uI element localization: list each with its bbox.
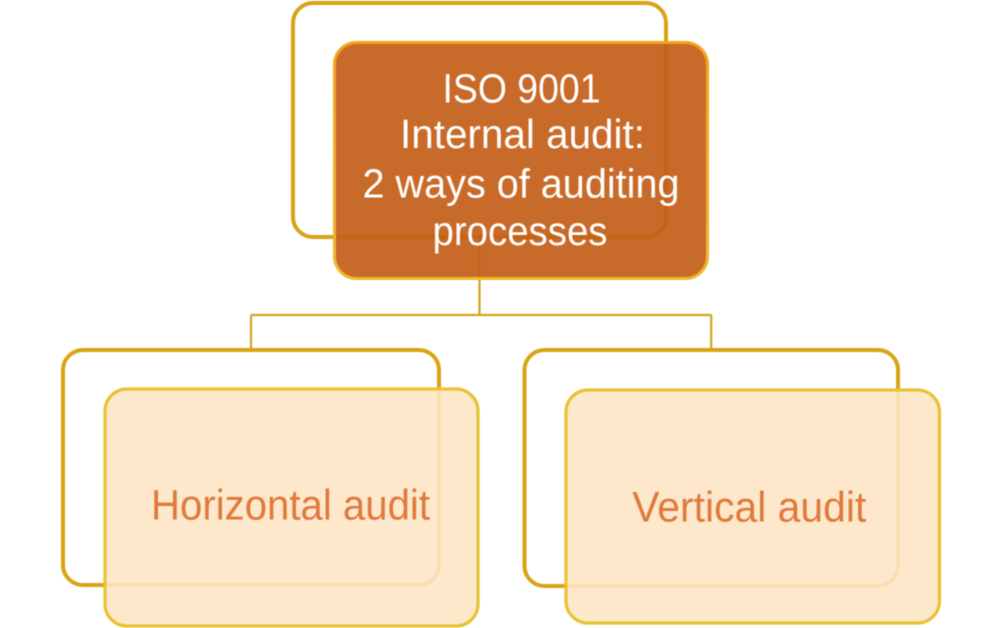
svg-text:Horizontal audit: Horizontal audit	[151, 482, 430, 530]
svg-text:2 ways of auditing: 2 ways of auditing	[363, 161, 680, 207]
svg-text:Internal audit:: Internal audit:	[400, 111, 645, 157]
svg-text:processes: processes	[433, 208, 608, 254]
svg-text:ISO 9001: ISO 9001	[443, 66, 601, 112]
svg-text:Vertical audit: Vertical audit	[632, 484, 866, 532]
